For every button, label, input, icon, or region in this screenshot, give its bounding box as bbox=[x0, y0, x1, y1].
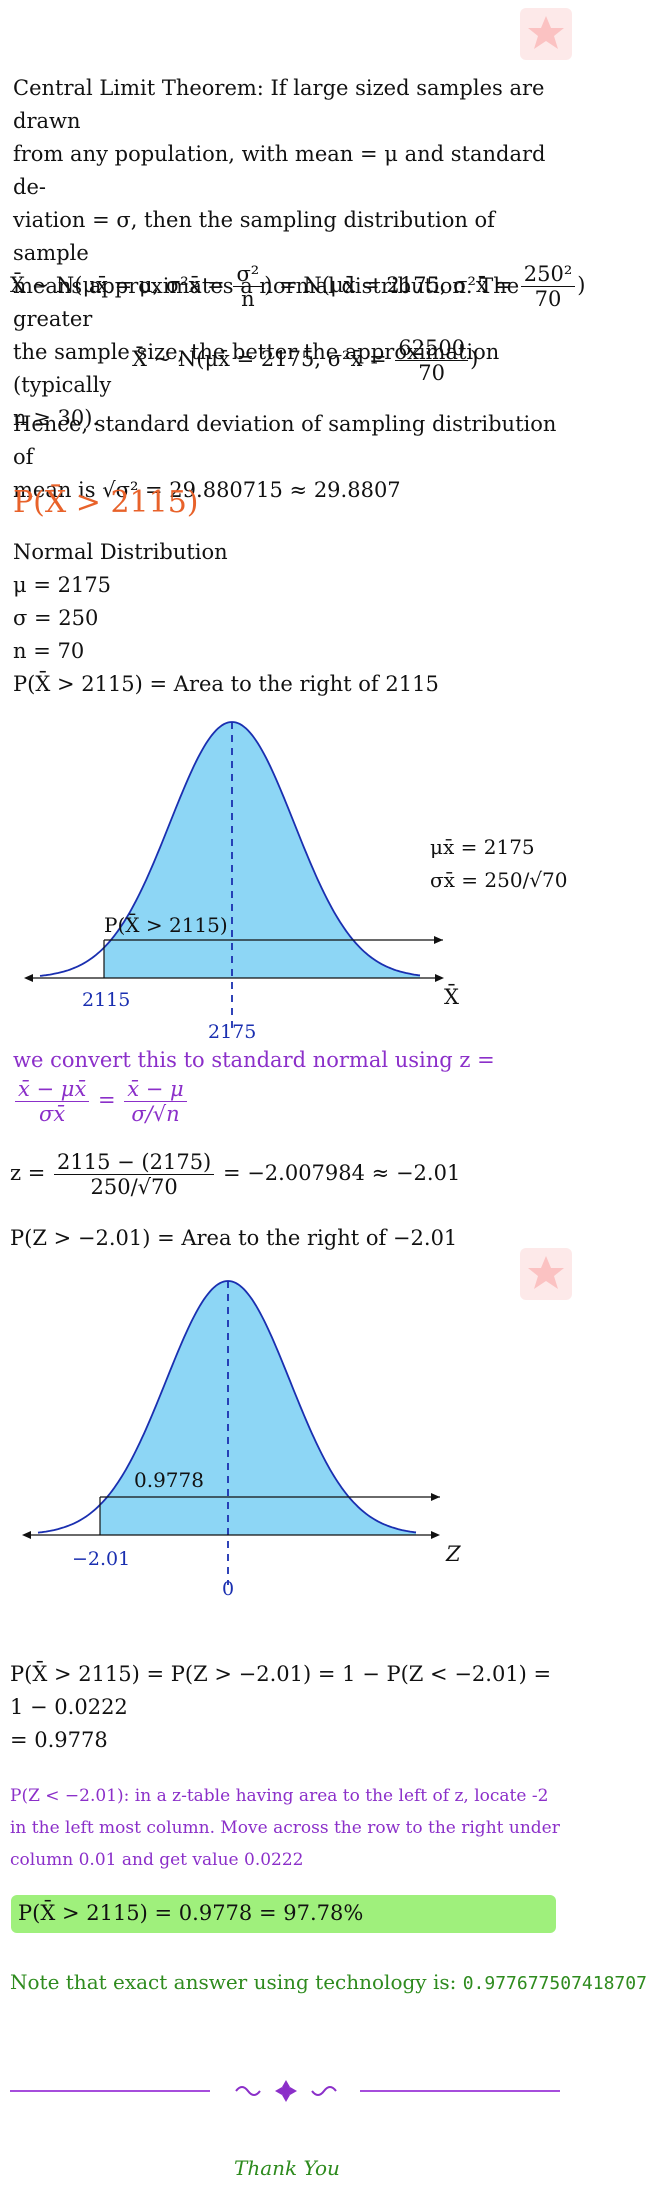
result-line: 1 − 0.0222 bbox=[10, 1695, 128, 1719]
clt-line: Central Limit Theorem: If large sized sa… bbox=[13, 76, 545, 133]
standard-deviation-paragraph: Hence, standard deviation of sampling di… bbox=[13, 408, 573, 507]
fraction-numerator: 62500 bbox=[395, 336, 469, 362]
axis-label: X̄ bbox=[444, 984, 459, 1009]
eq1-end: ) bbox=[577, 273, 586, 298]
final-answer: P(X̄ > 2115) = 0.9778 = 97.78% bbox=[18, 1901, 364, 1925]
normal-curve bbox=[37, 1280, 417, 1534]
param-area: P(X̄ > 2115) = Area to the right of 2115 bbox=[13, 672, 439, 696]
clt-line: the sample size, the better the approxim… bbox=[13, 340, 500, 397]
clt-line: viation = σ, then the sampling distribut… bbox=[13, 208, 495, 265]
equals-sign: = bbox=[97, 1088, 116, 1113]
fraction-denominator: 250/√70 bbox=[90, 1175, 178, 1200]
z-fraction: 2115 − (2175)250/√70 bbox=[54, 1150, 215, 1200]
star-icon bbox=[528, 1256, 564, 1289]
exact-value: 0.977677507418707 bbox=[462, 1973, 647, 1994]
axis-arrow-right bbox=[435, 974, 444, 982]
fraction-numerator: x̄ − μ bbox=[124, 1077, 187, 1103]
area-value-label: 0.9778 bbox=[134, 1468, 204, 1492]
axis-arrow-left bbox=[22, 1531, 31, 1539]
fraction-numerator: 2115 − (2175) bbox=[54, 1150, 215, 1176]
params-title: Normal Distribution bbox=[13, 540, 228, 564]
z-score-calculation: z = 2115 − (2175)250/√70 = −2.007984 ≈ −… bbox=[10, 1150, 460, 1199]
center-tick-label: 0 bbox=[222, 1578, 234, 1600]
final-answer-box bbox=[11, 1895, 556, 1933]
axis-label: Z bbox=[445, 1542, 461, 1566]
thank-you-footer: Thank You bbox=[234, 2156, 340, 2180]
watermark-logo bbox=[520, 8, 572, 60]
hence-line: mean is √σ² = 29.880715 ≈ 29.8807 bbox=[13, 478, 401, 502]
eq1-lhs: X̄ ~ N(μx̄ = μ, σ²x̄ = bbox=[10, 273, 225, 298]
mu-label: μx̄ = 2175 bbox=[430, 835, 535, 859]
fraction-denominator: 70 bbox=[534, 287, 562, 312]
fraction-numerator: 250² bbox=[520, 262, 576, 288]
shaded-area bbox=[104, 722, 420, 978]
left-tick-label: −2.01 bbox=[72, 1548, 130, 1570]
param-mu: μ = 2175 bbox=[13, 573, 112, 597]
clt-line: from any population, with mean = μ and s… bbox=[13, 142, 546, 199]
ornament-icon bbox=[235, 2080, 337, 2102]
eq2-end: ) bbox=[470, 347, 479, 372]
z-table-explanation: P(Z < −2.01): in a z-table having area t… bbox=[10, 1780, 590, 1876]
divider-right bbox=[360, 2090, 560, 2092]
hence-line: Hence, standard deviation of sampling di… bbox=[13, 412, 557, 469]
normal-curve-chart: P(X̄ > 2115) 2115 2175 X̄ μx̄ = 2175 σx̄… bbox=[24, 721, 568, 1043]
watermark-logo bbox=[520, 1248, 572, 1300]
fraction-denominator: σx̄ bbox=[39, 1102, 66, 1127]
probability-result: P(X̄ > 2115) = P(Z > −2.01) = 1 − P(Z < … bbox=[10, 1658, 590, 1757]
star-icon bbox=[528, 16, 564, 49]
ztable-line: column 0.01 and get value 0.0222 bbox=[10, 1850, 304, 1870]
divider-left bbox=[10, 2090, 210, 2092]
section-heading: P(X̄ > 2115) bbox=[13, 485, 199, 520]
param-n: n = 70 bbox=[13, 639, 85, 663]
note-text: Note that exact answer using technology … bbox=[10, 1970, 457, 1994]
convert-text: we convert this to standard normal using… bbox=[13, 1048, 495, 1072]
fraction-numerator: x̄ − μx̄ bbox=[15, 1077, 90, 1103]
center-tick-label: 2175 bbox=[208, 1021, 256, 1043]
z-formula-fraction: x̄ − μx̄σx̄ bbox=[15, 1077, 90, 1127]
normal-curve bbox=[39, 721, 421, 977]
eq2-lhs: X̄ ~ N(μx̄ = 2175, σ²x̄ = bbox=[132, 347, 387, 372]
standardize-instruction: we convert this to standard normal using… bbox=[13, 1044, 573, 1126]
ztable-line: P(Z < −2.01): in a z-table having area t… bbox=[10, 1786, 549, 1806]
axis-arrow-left bbox=[24, 974, 33, 982]
result-line: = 0.9778 bbox=[10, 1728, 108, 1752]
z-lhs: z = bbox=[10, 1161, 46, 1186]
clt-line: means approximates a normal distribution… bbox=[13, 274, 520, 331]
fraction-denominator: n bbox=[241, 287, 255, 312]
clt-paragraph: Central Limit Theorem: If large sized sa… bbox=[13, 72, 573, 435]
axis-arrow-right bbox=[431, 1531, 440, 1539]
standard-normal-chart: 0.9778 −2.01 0 Z bbox=[22, 1280, 461, 1600]
z-area-statement: P(Z > −2.01) = Area to the right of −2.0… bbox=[10, 1226, 458, 1250]
ztable-line: in the left most column. Move across the… bbox=[10, 1818, 560, 1838]
arrow-head bbox=[434, 936, 443, 944]
result-line: P(X̄ > 2115) = P(Z > −2.01) = 1 − P(Z < … bbox=[10, 1662, 552, 1686]
clt-line: n ≥ 30). bbox=[13, 406, 100, 430]
region-label: P(X̄ > 2115) bbox=[104, 912, 228, 937]
param-sigma: σ = 250 bbox=[13, 606, 99, 630]
eq1-mid: ) = N(μx̄ = 2175, σ²x̄ = bbox=[264, 273, 513, 298]
left-tick-label: 2115 bbox=[82, 989, 130, 1011]
technology-note: Note that exact answer using technology … bbox=[10, 1970, 647, 1994]
arrow-head bbox=[431, 1493, 440, 1501]
z-rhs: = −2.007984 ≈ −2.01 bbox=[222, 1161, 461, 1186]
sigma-label: σx̄ = 250/√70 bbox=[430, 868, 568, 892]
shaded-area bbox=[100, 1281, 416, 1535]
fraction-denominator: 70 bbox=[418, 361, 446, 386]
fraction-numerator: σ² bbox=[233, 262, 263, 288]
normal-distribution-params: Normal Distribution μ = 2175 σ = 250 n =… bbox=[13, 536, 573, 701]
fraction-denominator: σ/√n bbox=[131, 1102, 180, 1127]
